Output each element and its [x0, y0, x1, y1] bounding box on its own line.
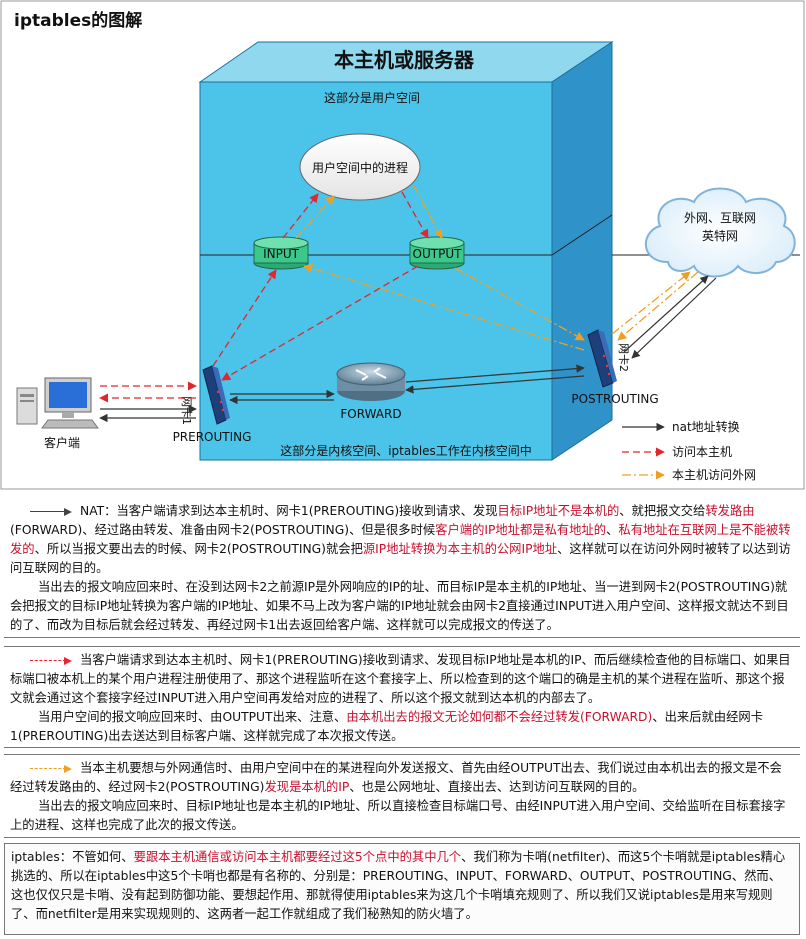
- output-label: OUTPUT: [413, 247, 463, 261]
- cloud-label-1: 外网、互联网: [684, 211, 756, 225]
- router-icon: [336, 362, 406, 401]
- body-text: 、我们称为卡哨(netfilter)、而这5个卡哨就是iptables精心挑选的…: [11, 850, 786, 921]
- iptables-diagram: iptables的图解 本主机或服务器 这部分是用户空间 这部分是内核空间、ip…: [0, 0, 805, 490]
- input-node: [253, 236, 309, 270]
- legend-inline-red-icon: [30, 660, 66, 661]
- prerouting-label: PREROUTING: [173, 430, 252, 444]
- legend-inline-black-icon: [30, 511, 66, 512]
- highlight-text: 客户端的IP地址都是私有地址的: [435, 523, 607, 537]
- user-space-label: 这部分是用户空间: [324, 90, 420, 105]
- arrowhead-inline-icon: [64, 764, 72, 773]
- client-computer-icon: [16, 377, 99, 429]
- kernel-space-label: 这部分是内核空间、iptables工作在内核空间中: [280, 443, 532, 458]
- nic1-label: 网卡1: [180, 396, 193, 425]
- summary-p1-runs: iptables：不管如何、要跟本主机通信或访问本主机都要经过这5个点中的其中几…: [11, 850, 785, 921]
- input-label: INPUT: [263, 247, 300, 261]
- arrow-forward-to-nic2: [405, 364, 585, 383]
- highlight-text: 目标IP地址不是本机的: [497, 504, 620, 518]
- nat-paragraph-1: NAT：当客户端请求到达本主机时、网卡1(PREROUTING)接收到请求、发现…: [10, 502, 794, 578]
- out-p1-runs: 当本主机要想与外网通信时、由用户空间中在的某进程向外发送报文、首先由经OUTPU…: [10, 761, 782, 794]
- arrow-cloud-to-nic2-orange: [617, 271, 699, 341]
- body-text: iptables：不管如何、: [11, 850, 134, 864]
- arrow-nic2-to-cloud-black: [623, 275, 709, 353]
- nic1-icon: [202, 365, 230, 425]
- local-access-panel: 当客户端请求到达本主机时、网卡1(PREROUTING)接收到请求、发现目标IP…: [4, 646, 800, 748]
- highlight-text: 源IP地址转换为本主机的公网IP地址: [362, 542, 558, 556]
- output-node: [409, 236, 465, 270]
- local-p1-text: 当客户端请求到达本主机时、网卡1(PREROUTING)接收到请求、发现目标IP…: [10, 653, 791, 705]
- highlight-text: 要跟本主机通信或访问本主机都要经过这5个点中的其中几个: [133, 850, 462, 864]
- out-paragraph-2: 当出去的报文响应回来时、目标IP地址也是本主机的IP地址、所以直接检查目标端口号…: [10, 799, 786, 832]
- body-text: 、这样就可以在访问外网时被转了以达到访问互联网的目的。: [10, 542, 791, 575]
- arrow-output-to-nic2-orange: [454, 267, 585, 341]
- local-out-panel: 当本主机要想与外网通信时、由用户空间中在的某进程向外发送报文、首先由经OUTPU…: [4, 754, 800, 838]
- server-title: 本主机或服务器: [334, 48, 475, 72]
- summary-paragraph: iptables：不管如何、要跟本主机通信或访问本主机都要经过这5个点中的其中几…: [11, 848, 793, 924]
- internet-cloud-icon: [644, 187, 796, 278]
- client-label: 客户端: [44, 435, 80, 450]
- cloud-label-2: 英特网: [702, 228, 738, 243]
- nic2-icon: [587, 329, 617, 388]
- arrow-nic1-to-input: [212, 269, 277, 367]
- local-paragraph-1: 当客户端请求到达本主机时、网卡1(PREROUTING)接收到请求、发现目标IP…: [10, 651, 794, 708]
- body-text: 当用户空间的报文响应回来时、由OUTPUT出来、注意、: [38, 710, 347, 724]
- out-paragraph-1: 当本主机要想与外网通信时、由用户空间中在的某进程向外发送报文、首先由经OUTPU…: [10, 759, 794, 797]
- arrow-output-to-nic1: [221, 265, 419, 381]
- legend-inline-orange-icon: [30, 768, 66, 769]
- body-text: 、: [606, 523, 619, 537]
- highlight-text: 由本机出去的报文无论如何都不会经过转发(FORWARD): [346, 710, 653, 724]
- postrouting-label: POSTROUTING: [571, 392, 658, 406]
- arrow-cloud-to-nic2-black: [631, 277, 717, 359]
- highlight-text: 转发路由: [705, 504, 755, 518]
- nat-explanation-panel: NAT：当客户端请求到达本主机时、网卡1(PREROUTING)接收到请求、发现…: [4, 498, 800, 638]
- body-text: 、就把报文交给: [619, 504, 706, 518]
- summary-panel: iptables：不管如何、要跟本主机通信或访问本主机都要经过这5个点中的其中几…: [4, 843, 800, 935]
- highlight-text: 私有地址在互联网上是不能被转发的: [10, 523, 791, 556]
- nic2-label: 网卡2: [617, 343, 630, 372]
- arrowhead-inline-icon: [64, 507, 72, 516]
- nat-paragraph-2: 当出去的报文响应回来时、在没到达网卡2之前源IP是外网响应的IP的址、而目标IP…: [10, 580, 789, 632]
- arrow-input-to-process-orange: [295, 195, 335, 239]
- arrow-nic2-to-input-orange: [303, 263, 585, 351]
- arrow-process-to-output: [401, 191, 429, 239]
- body-text: 、也是公网地址、直接出去、达到访问互联网的目的。: [349, 780, 645, 794]
- legend: nat地址转换 访问本主机 本主机访问外网: [622, 419, 756, 482]
- legend-local-label: 访问本主机: [672, 445, 732, 459]
- arrow-input-to-process: [282, 193, 319, 239]
- local-p2-runs: 当用户空间的报文响应回来时、由OUTPUT出来、注意、由本机出去的报文无论如何都…: [10, 710, 763, 743]
- highlight-text: 发现是本机的IP: [264, 780, 350, 794]
- body-text: (FORWARD)、经过路由转发、准备由网卡2(POSTROUTING)、但是很…: [10, 523, 436, 537]
- body-text: 、出来后就由经网卡1(PREROUTING)出去送达到目标客户端、这样就完成了本…: [10, 710, 763, 743]
- body-text: NAT：当客户端请求到达本主机时、网卡1(PREROUTING)接收到请求、发现: [80, 504, 498, 518]
- space-divider-side: [551, 214, 613, 256]
- legend-out-label: 本主机访问外网: [672, 468, 756, 482]
- forward-label: FORWARD: [340, 407, 401, 421]
- nat-p1-runs: NAT：当客户端请求到达本主机时、网卡1(PREROUTING)接收到请求、发现…: [10, 504, 791, 575]
- arrow-nic2-to-forward: [405, 375, 585, 394]
- page-title: iptables的图解: [14, 10, 142, 31]
- user-process-label: 用户空间中的进程: [312, 160, 408, 175]
- body-text: 当本主机要想与外网通信时、由用户空间中在的某进程向外发送报文、首先由经OUTPU…: [10, 761, 782, 794]
- local-paragraph-2: 当用户空间的报文响应回来时、由OUTPUT出来、注意、由本机出去的报文无论如何都…: [10, 708, 794, 746]
- user-process-node: [299, 133, 421, 201]
- body-text: 、所以当报文要出去的时候、网卡2(POSTROUTING)就会把: [34, 542, 363, 556]
- arrowhead-inline-icon: [64, 656, 72, 665]
- diagram-frame: [0, 0, 805, 490]
- legend-nat-label: nat地址转换: [672, 419, 740, 434]
- arrow-process-to-output-orange: [413, 185, 443, 239]
